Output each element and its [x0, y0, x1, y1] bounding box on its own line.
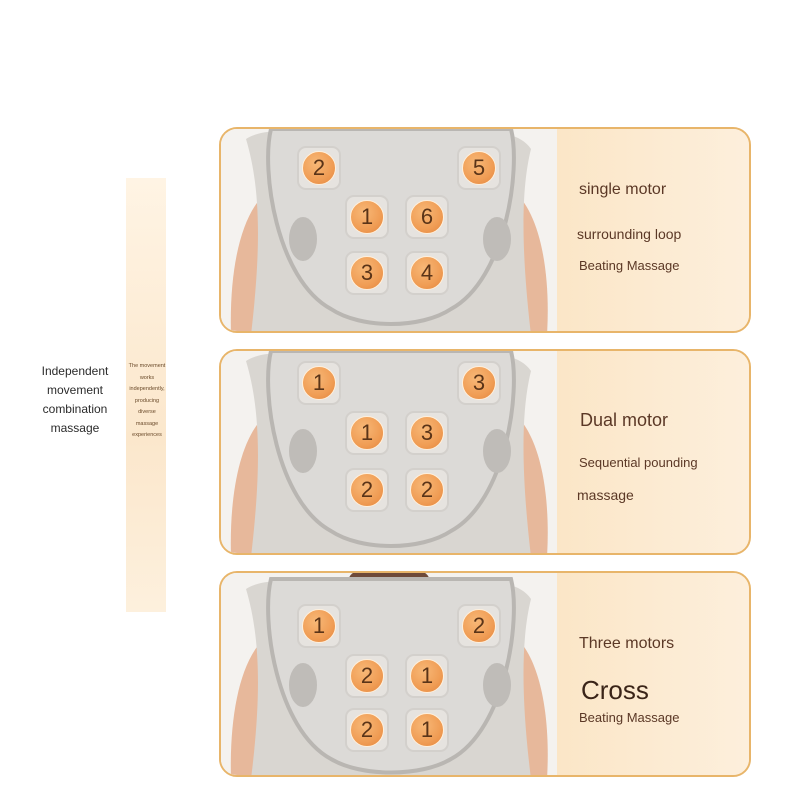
massage-node: 2: [457, 604, 501, 648]
massage-node: 2: [405, 468, 449, 512]
massage-node: 5: [457, 146, 501, 190]
node-number: 2: [350, 473, 384, 507]
left-title-line: movement: [46, 383, 104, 397]
node-number: 1: [410, 659, 444, 693]
node-number: 1: [302, 366, 336, 400]
product-photo: 1 2 2 1 2 1: [221, 573, 557, 775]
massage-node: 2: [345, 654, 389, 698]
massager-back-illustration: [221, 351, 557, 553]
mode-subtitle: surrounding loop: [577, 226, 682, 242]
massage-node: 1: [345, 411, 389, 455]
left-title-line: combination: [42, 402, 108, 416]
strip-text: The movement works independently, produc…: [126, 361, 168, 442]
massage-node: 3: [405, 411, 449, 455]
massage-node: 2: [345, 708, 389, 752]
massage-node: 4: [405, 251, 449, 295]
strip-text-line: experiences: [132, 432, 162, 438]
product-photo: 1 3 1 3 2 2: [221, 351, 557, 553]
node-number: 6: [410, 200, 444, 234]
massage-node: 6: [405, 195, 449, 239]
node-number: 2: [302, 151, 336, 185]
node-number: 3: [350, 256, 384, 290]
left-title-line: massage: [50, 421, 100, 435]
strip-text-line: diverse: [138, 409, 156, 415]
left-title-line: Independent: [41, 364, 109, 378]
strip-text-line: works: [139, 374, 155, 381]
mode-panel-single-motor: 2 5 1 6 3 4 single motor surrounding loo…: [219, 127, 751, 333]
massager-back-illustration: [221, 573, 557, 775]
mode-subtitle: Cross: [581, 675, 649, 705]
mode-description: Dual motor Sequential pounding massage: [557, 351, 749, 553]
node-number: 5: [462, 151, 496, 185]
massage-node: 1: [345, 195, 389, 239]
mode-title: single motor: [579, 181, 667, 198]
node-number: 1: [350, 200, 384, 234]
mode-panel-dual-motor: 1 3 1 3 2 2 Dual motor Sequential poundi…: [219, 349, 751, 555]
strip-text-line: producing: [134, 397, 160, 404]
left-title: Independent movement combination massage: [30, 362, 120, 438]
node-number: 1: [410, 713, 444, 747]
massage-node: 2: [297, 146, 341, 190]
node-number: 4: [410, 256, 444, 290]
mode-subtitle: Sequential pounding: [579, 455, 698, 470]
node-number: 3: [462, 366, 496, 400]
product-photo: 2 5 1 6 3 4: [221, 129, 557, 331]
massage-node: 3: [457, 361, 501, 405]
massage-node: 3: [345, 251, 389, 295]
massage-node: 2: [345, 468, 389, 512]
node-number: 1: [350, 416, 384, 450]
node-number: 2: [410, 473, 444, 507]
massage-node: 1: [297, 604, 341, 648]
massage-node: 1: [405, 708, 449, 752]
mode-caption: massage: [577, 487, 634, 503]
strip-text-line: The movement: [128, 363, 166, 369]
massage-node: 1: [405, 654, 449, 698]
mode-description: Three motors Cross Beating Massage: [557, 573, 749, 775]
strip-text-line: independently,: [129, 386, 165, 392]
node-number: 2: [350, 713, 384, 747]
strip-text-line: massage: [135, 420, 159, 427]
mode-panel-three-motors: 1 2 2 1 2 1 Three motors Cross Beating M…: [219, 571, 751, 777]
mode-caption: Beating Massage: [579, 258, 680, 273]
mode-title: Dual motor: [580, 410, 669, 430]
node-number: 2: [350, 659, 384, 693]
node-number: 2: [462, 609, 496, 643]
mode-caption: Beating Massage: [579, 710, 680, 725]
decorative-strip: [126, 178, 166, 612]
mode-title: Three motors: [579, 635, 675, 652]
node-number: 1: [302, 609, 336, 643]
massage-node: 1: [297, 361, 341, 405]
massager-back-illustration: [221, 129, 557, 331]
mode-description: single motor surrounding loop Beating Ma…: [557, 129, 749, 331]
node-number: 3: [410, 416, 444, 450]
